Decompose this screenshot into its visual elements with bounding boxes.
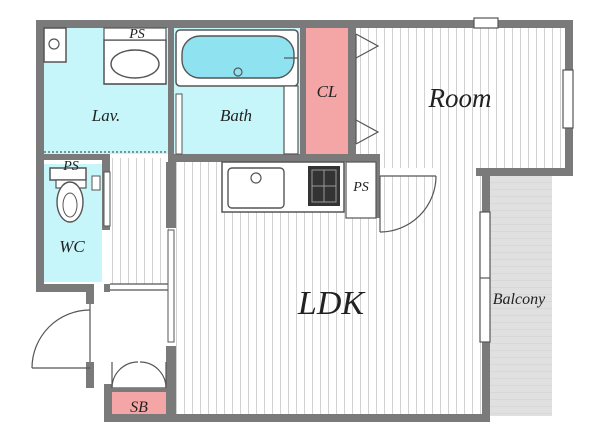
hall-fixtures	[103, 171, 175, 343]
bath-fixtures	[175, 29, 299, 155]
label-bath: Bath	[220, 106, 252, 125]
label-room: Room	[428, 83, 492, 113]
label-ps-top: PS	[128, 27, 145, 42]
room-door	[379, 168, 438, 233]
label-cl: CL	[317, 82, 338, 101]
shoe-box-doors	[108, 361, 170, 392]
closet-doors	[355, 33, 380, 145]
entrance-door	[31, 304, 94, 369]
window-top	[473, 17, 499, 29]
label-wc: WC	[59, 237, 85, 256]
kitchen-counter	[221, 161, 377, 219]
label-lav: Lav.	[91, 106, 121, 125]
wc-fixtures	[49, 167, 101, 223]
room-floor	[360, 28, 566, 168]
genkan-floor	[92, 292, 168, 388]
label-balcony: Balcony	[493, 291, 546, 308]
balcony-deck	[490, 176, 552, 416]
lav-fixtures	[43, 27, 167, 153]
label-sb: SB	[130, 399, 148, 416]
hall-floor	[110, 158, 170, 284]
closet-floor	[306, 28, 348, 154]
label-ps-kitchen: PS	[352, 180, 369, 195]
sliding-door-balcony	[479, 211, 491, 343]
label-ps-wc: PS	[62, 159, 79, 174]
window-right	[562, 69, 574, 129]
sb-floor	[110, 390, 168, 416]
label-ldk: LDK	[297, 285, 366, 322]
